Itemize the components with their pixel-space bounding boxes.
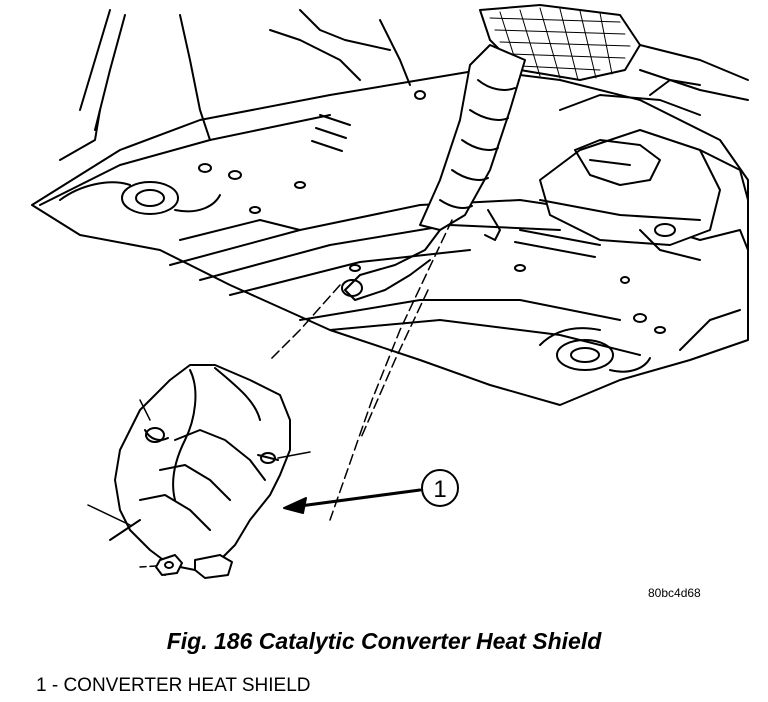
callout-number: 1 <box>433 476 446 503</box>
installation-guide-lines <box>269 219 453 521</box>
leader-lines <box>87 399 311 526</box>
converter-heat-shield <box>109 364 291 579</box>
transmission-crossmember <box>539 79 749 261</box>
floor-pan <box>31 9 749 406</box>
legend: 1 - CONVERTER HEAT SHIELD <box>36 675 311 697</box>
mounting-nut <box>139 554 183 576</box>
catalytic-converter <box>341 44 526 301</box>
image-reference-code: 80bc4d68 <box>648 586 701 600</box>
legend-item: 1 - CONVERTER HEAT SHIELD <box>36 675 311 696</box>
heat-shield-illustration: 1 <box>31 4 749 579</box>
callout-arrow <box>283 488 422 514</box>
figure-caption: Fig. 186 Catalytic Converter Heat Shield <box>166 628 602 654</box>
callout-1: 1 <box>421 469 459 507</box>
